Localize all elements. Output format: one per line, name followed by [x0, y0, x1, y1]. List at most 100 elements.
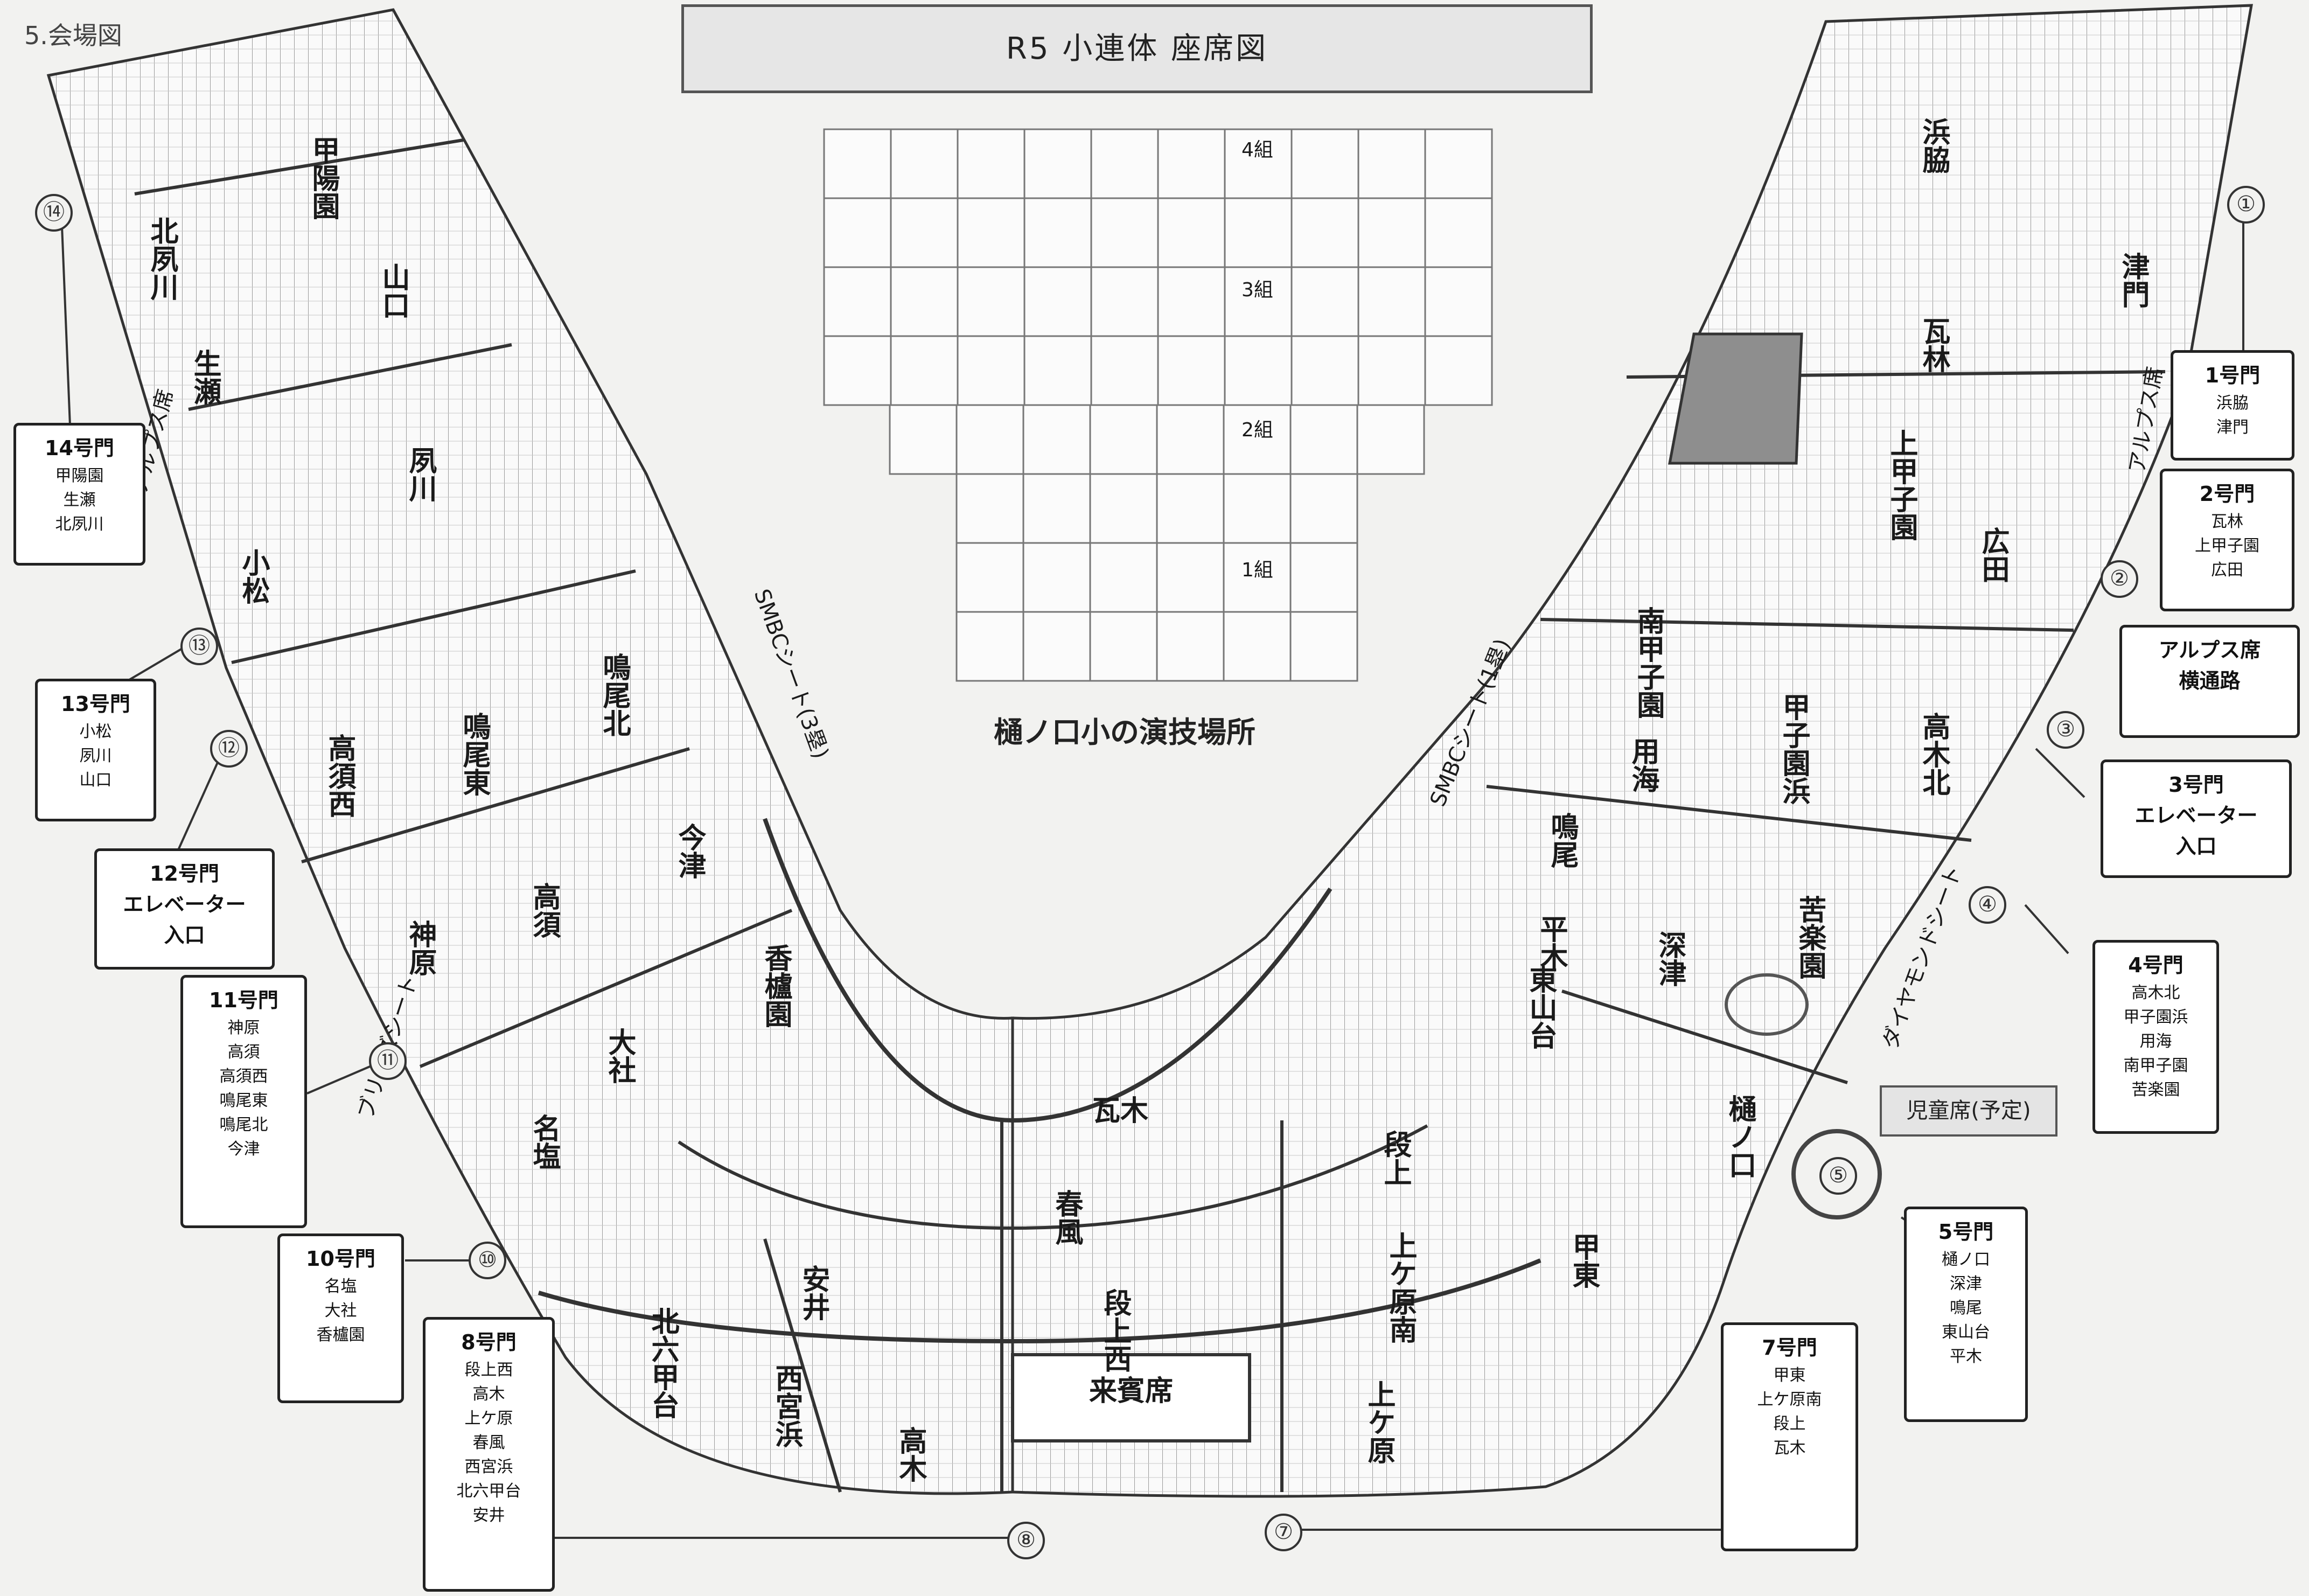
section-label: 山口	[377, 263, 409, 319]
gate-item: 西宮浜	[464, 1458, 513, 1476]
gate-item: 入口	[2175, 834, 2217, 858]
gate-item: 横通路	[2179, 669, 2241, 693]
gate-item: 安井	[472, 1506, 505, 1525]
gate-item: 高須	[227, 1043, 260, 1062]
section-label: 甲子園浜	[1777, 693, 1810, 805]
section-label: 樋ノ口	[1724, 1095, 1756, 1179]
gate-item: 北夙川	[55, 515, 104, 534]
section-label: 苦楽園	[1794, 895, 1826, 979]
gate-item: 北六甲台	[456, 1482, 521, 1501]
section-label: 段上	[1379, 1130, 1412, 1186]
left-stand	[46, 8, 1014, 1495]
page-label: 5.会場図	[24, 21, 122, 50]
field-cell	[823, 128, 892, 199]
gate-box-12: 12号門 エレベーター 入口	[94, 848, 275, 970]
gate-title: 11号門	[209, 988, 278, 1012]
gate-title: 12号門	[150, 862, 219, 886]
gate-num-7: ⑦	[1265, 1514, 1302, 1551]
gate-item: 広田	[2211, 561, 2243, 580]
field-cell	[1089, 473, 1158, 544]
field-cell	[1022, 404, 1091, 475]
field-cell	[955, 404, 1024, 475]
field-cell	[1090, 266, 1159, 337]
section-label: 深津	[1654, 931, 1686, 987]
gate-item: 南甲子園	[2123, 1056, 2188, 1075]
section-label: 東山台	[1524, 965, 1557, 1049]
field-cell	[1156, 542, 1225, 613]
grid-label: 1組	[1241, 559, 1273, 581]
gate-title: 1号門	[2205, 364, 2261, 387]
field-cell	[1289, 611, 1358, 682]
gate-box-5: 5号門 樋ノ口 深津 鳴尾 東山台 平木	[1904, 1207, 2028, 1422]
gate-item: 上ケ原南	[1757, 1390, 1822, 1409]
gate-box-alps: アルプス席 横通路	[2119, 625, 2300, 738]
gate-num-12: ⑫	[210, 730, 248, 768]
gate-box-4: 4号門 高木北 甲子園浜 用海 南甲子園 苦楽園	[2092, 940, 2219, 1134]
gate-item: 高木北	[2131, 984, 2180, 1002]
field-cell	[823, 335, 892, 406]
field-cell	[889, 404, 958, 475]
field-cell	[1223, 542, 1292, 613]
section-label: 広田	[1977, 527, 2010, 583]
section-label: 平木	[1535, 915, 1568, 971]
field-cell	[890, 128, 959, 199]
field-cell	[957, 197, 1026, 268]
section-label: 甲東	[1567, 1232, 1600, 1288]
section-label: 高木北	[1917, 712, 1950, 796]
section-label: 名塩	[528, 1114, 561, 1170]
gate-item: 鳴尾	[1950, 1299, 1982, 1318]
section-label: 高木	[894, 1426, 927, 1482]
field-cell	[1223, 473, 1292, 544]
section-label: 夙川	[404, 446, 437, 502]
gate-item: 神原	[227, 1019, 260, 1037]
field-cell	[1090, 197, 1159, 268]
page-title: R5 小連体 座席図	[681, 4, 1593, 93]
children-seat-highlight	[1725, 973, 1809, 1036]
field-cell	[1022, 473, 1091, 544]
section-label: 浜脇	[1917, 117, 1950, 173]
field-cell	[1289, 404, 1358, 475]
section-label: 北夙川	[145, 217, 178, 301]
field-cell	[1223, 611, 1292, 682]
field-cell	[1023, 128, 1092, 199]
field-cell	[1224, 128, 1293, 199]
gate5-highlight-ring	[1791, 1129, 1882, 1219]
gate-item: 高木	[472, 1385, 505, 1404]
section-label: 上ケ原南	[1384, 1231, 1417, 1343]
gate-item: 鳴尾北	[219, 1116, 268, 1134]
gate-item: 樋ノ口	[1942, 1250, 1990, 1269]
field-cell	[1290, 335, 1359, 406]
field-cell	[1357, 335, 1426, 406]
section-label: 神原	[404, 920, 437, 976]
section-label: 鳴尾北	[598, 653, 631, 737]
gate-item: 夙川	[79, 747, 112, 765]
gate-num-10: ⑩	[469, 1242, 506, 1279]
section-label: 津門	[2117, 252, 2150, 308]
field-cell	[955, 473, 1024, 544]
section-label: 鳴尾東	[458, 712, 491, 796]
gate-title: 3号門	[2168, 773, 2224, 797]
field-cell	[1424, 266, 1493, 337]
gate-item: 鳴尾東	[219, 1091, 268, 1110]
gate-item: 甲陽園	[55, 466, 104, 485]
guest-box	[1011, 1353, 1251, 1442]
gate-title: 14号門	[45, 436, 114, 460]
right-stand	[1011, 4, 2253, 1498]
gate-item: 浜脇	[2216, 394, 2249, 413]
section-label: 西宮浜	[770, 1364, 803, 1448]
section-dividers	[134, 138, 2166, 1493]
grid-label: 2組	[1241, 419, 1273, 441]
gate-box-11: 11号門 神原 高須 高須西 鳴尾東 鳴尾北 今津	[180, 975, 307, 1228]
gate-title: 13号門	[61, 692, 130, 716]
gate-num-2: ②	[2101, 560, 2138, 598]
field-cell	[1156, 404, 1225, 475]
gate-title: 7号門	[1762, 1336, 1817, 1360]
field-cell	[1023, 335, 1092, 406]
grid-label: 4組	[1241, 139, 1273, 161]
field-cell	[1157, 335, 1226, 406]
section-label: 安井	[797, 1265, 829, 1321]
field-cell	[1424, 335, 1493, 406]
field-cell	[1290, 266, 1359, 337]
gate-item: 今津	[227, 1140, 260, 1159]
